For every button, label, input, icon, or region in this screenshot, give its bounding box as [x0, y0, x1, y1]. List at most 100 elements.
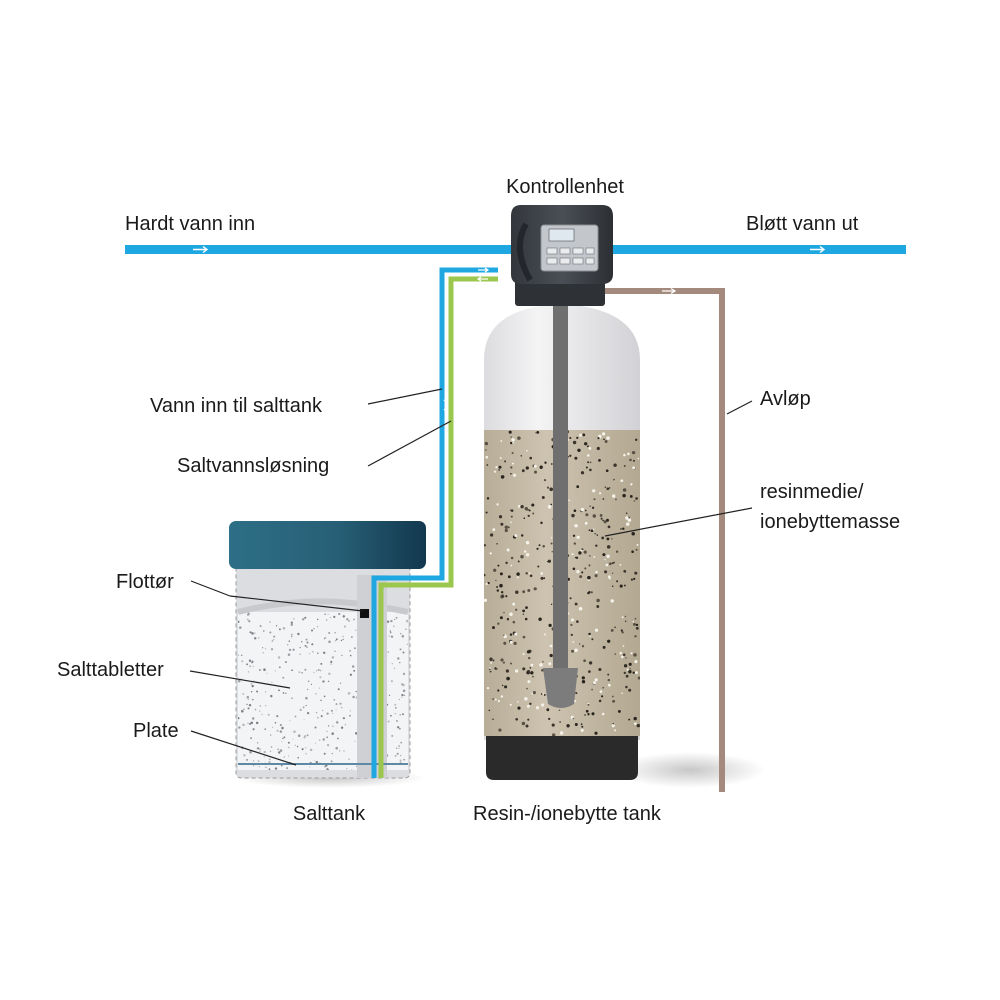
speckle [628, 669, 632, 674]
speckle [510, 556, 514, 560]
speckle [394, 703, 397, 706]
speckle [520, 554, 524, 559]
speckle [269, 750, 272, 753]
speckle [508, 430, 512, 434]
speckle [550, 503, 553, 506]
arrow-up-down-icon [443, 397, 449, 413]
speckle [241, 660, 244, 663]
speckle [573, 542, 577, 545]
speckle [504, 634, 507, 636]
speckle [598, 459, 601, 462]
speckle [621, 692, 623, 694]
speckle [612, 478, 615, 481]
speckle [486, 686, 490, 690]
speckle [246, 663, 249, 666]
speckle [486, 464, 489, 466]
speckle [611, 538, 613, 540]
speckle [248, 659, 252, 662]
speckle [526, 508, 529, 511]
speckle [391, 734, 394, 737]
speckle [520, 455, 523, 457]
speckle [585, 709, 589, 713]
speckle [320, 699, 322, 702]
speckle [305, 752, 307, 755]
speckle [353, 618, 355, 621]
speckle [291, 697, 293, 700]
speckle [523, 517, 526, 520]
speckle [604, 486, 607, 488]
speckle [247, 722, 249, 724]
speckle [541, 703, 545, 707]
speckle [263, 630, 265, 632]
speckle [386, 620, 390, 623]
speckle [514, 632, 518, 636]
speckle [580, 728, 584, 732]
speckle [334, 632, 336, 634]
speckle [535, 706, 540, 710]
speckle [634, 660, 638, 664]
speckle [251, 660, 254, 663]
control-display [548, 228, 575, 242]
speckle [495, 465, 498, 469]
control-button [572, 257, 584, 265]
speckle [624, 615, 627, 618]
speckle [634, 671, 638, 675]
speckle [324, 613, 327, 616]
speckle [403, 694, 406, 697]
speckle [242, 723, 245, 727]
speckle [497, 622, 500, 625]
speckle [268, 760, 271, 764]
speckle [600, 517, 603, 520]
speckle [270, 734, 272, 736]
speckle [494, 698, 497, 701]
speckle [247, 707, 250, 710]
speckle [238, 654, 239, 656]
speckle [607, 678, 610, 682]
speckle [542, 692, 545, 695]
speckle [330, 709, 333, 712]
speckle [515, 717, 519, 721]
speckle [331, 656, 335, 659]
speckle [630, 652, 633, 655]
speckle [259, 624, 262, 628]
speckle [258, 669, 261, 671]
control-button [559, 247, 571, 255]
speckle [291, 636, 293, 638]
speckle [623, 664, 628, 668]
speckle [402, 689, 406, 693]
speckle [315, 712, 318, 714]
speckle [270, 694, 273, 698]
speckle [509, 633, 513, 636]
speckle [588, 661, 593, 665]
speckle [249, 750, 252, 754]
speckle [305, 696, 308, 700]
speckle [389, 631, 392, 634]
speckle [390, 680, 393, 683]
speckle [337, 737, 339, 740]
water-to-brine-tank-tube [371, 267, 498, 778]
speckle [283, 736, 286, 739]
control-button [585, 257, 595, 265]
speckle [598, 492, 602, 495]
speckle [308, 653, 311, 655]
speckle [399, 759, 402, 762]
speckle [620, 479, 624, 483]
speckle [580, 723, 583, 726]
leader-line [229, 595, 364, 612]
speckle [257, 760, 260, 763]
speckle [353, 669, 356, 672]
speckle [282, 627, 286, 630]
speckle [347, 692, 351, 695]
speckle [529, 574, 533, 578]
speckle [402, 683, 405, 687]
speckle [500, 440, 503, 442]
speckle [510, 515, 513, 518]
speckle [525, 572, 528, 575]
speckle [578, 551, 582, 555]
speckle [589, 505, 591, 507]
speckle [306, 688, 309, 691]
speckle [342, 635, 344, 638]
arrow-right-icon [193, 245, 209, 254]
speckle [588, 447, 592, 450]
speckle [356, 765, 358, 767]
